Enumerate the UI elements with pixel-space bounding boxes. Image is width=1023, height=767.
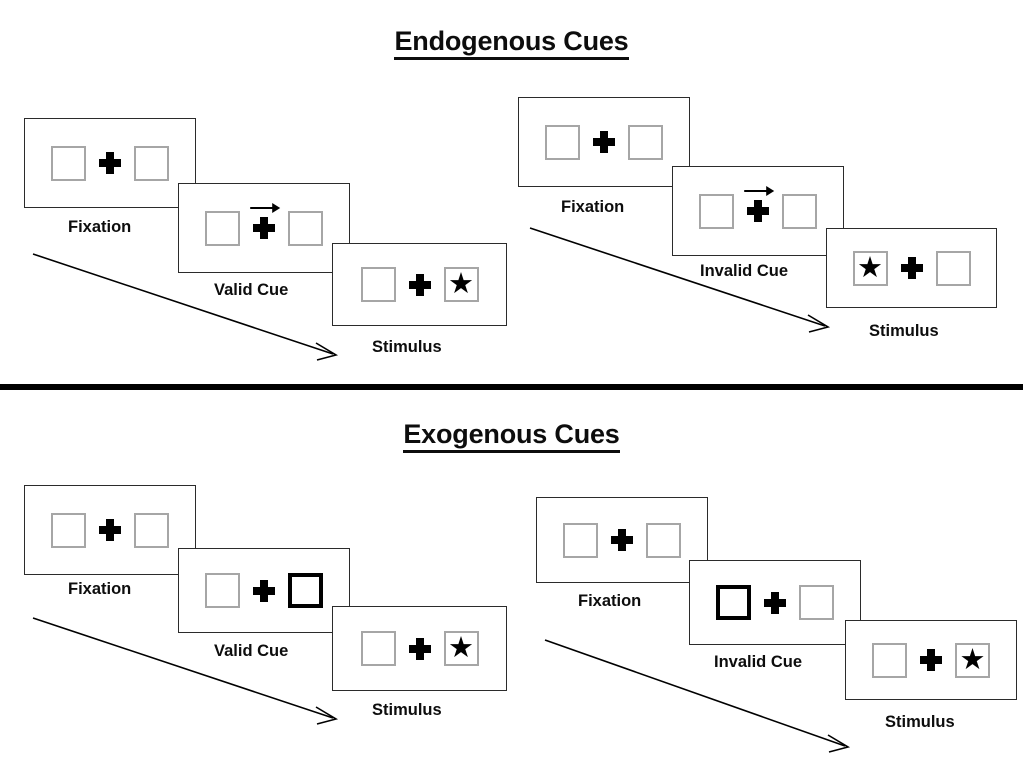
frame-endogenous-valid-cue [178, 183, 350, 273]
frame-content [563, 522, 681, 558]
fixation-cross-icon [99, 152, 121, 174]
right-box [935, 250, 971, 286]
caption-exogenous-invalid-cue: Invalid Cue [714, 653, 803, 671]
right-box [646, 522, 681, 558]
frame-content [699, 186, 817, 229]
frame-content [51, 145, 169, 181]
left-box-cued [716, 585, 751, 620]
frame-exogenous-valid-fixation [24, 485, 196, 575]
star-target-icon: ★ [959, 641, 986, 676]
fixation-cross-icon [99, 519, 121, 541]
star-target-icon: ★ [448, 266, 474, 300]
fixation-cross-icon [408, 637, 431, 660]
fixation-cross-icon [764, 591, 786, 614]
right-box [134, 145, 169, 181]
right-box [288, 210, 323, 246]
section-title-endogenous: Endogenous Cues [0, 26, 1023, 60]
frame-endogenous-invalid-stimulus: ★ [826, 228, 997, 308]
frame-endogenous-invalid-fixation [518, 97, 690, 187]
section-title-exogenous-text: Exogenous Cues [403, 419, 620, 453]
fixation-cross-icon [408, 273, 431, 296]
left-box [205, 573, 240, 608]
frame-content [716, 585, 834, 620]
fixation-cross-icon [920, 649, 942, 671]
caption-endogenous-invalid-cue: Invalid Cue [700, 262, 789, 280]
caption-endogenous-invalid-stimulus: Stimulus [869, 322, 939, 340]
caption-exogenous-valid-cue: Valid Cue [214, 642, 289, 660]
right-box-cued [288, 573, 323, 608]
frame-endogenous-invalid-cue [672, 166, 844, 256]
fixation-cross-icon [611, 529, 633, 551]
right-box [782, 193, 817, 229]
frame-content [51, 512, 169, 548]
right-box: ★ [955, 641, 990, 678]
star-target-icon: ★ [857, 249, 883, 284]
arrow-shaft [250, 207, 275, 209]
fixation-cross-icon [593, 131, 615, 153]
left-box [360, 631, 396, 666]
caption-exogenous-invalid-fixation: Fixation [578, 592, 642, 610]
section-divider [0, 384, 1023, 390]
arrow-head [272, 203, 281, 213]
frame-content: ★ [360, 266, 479, 302]
left-box [545, 124, 580, 160]
left-box [563, 522, 598, 558]
right-arrow-icon [744, 186, 775, 196]
left-box [205, 210, 240, 246]
frame-content: ★ [360, 630, 479, 666]
right-box: ★ [443, 630, 479, 666]
frame-content [545, 124, 663, 160]
fixation-cross-icon [253, 579, 275, 602]
left-box [699, 193, 734, 229]
caption-endogenous-valid-fixation: Fixation [68, 218, 132, 236]
frame-exogenous-invalid-cue [689, 560, 861, 645]
frame-content [205, 573, 323, 608]
right-arrow-icon [250, 203, 281, 213]
right-box [799, 585, 834, 620]
left-box [360, 267, 396, 302]
fixation-cross-icon [900, 257, 923, 279]
right-box [134, 512, 169, 548]
left-box: ★ [852, 249, 888, 286]
right-box: ★ [443, 266, 479, 302]
sequence-flow-arrow-exogenous-invalid [544, 639, 851, 753]
star-target-icon: ★ [448, 630, 474, 664]
caption-endogenous-valid-cue: Valid Cue [214, 281, 289, 299]
section-title-endogenous-text: Endogenous Cues [394, 26, 629, 60]
left-box [872, 642, 907, 678]
fixation-cross-icon [250, 203, 281, 239]
arrow-shaft [744, 190, 769, 192]
frame-endogenous-valid-stimulus: ★ [332, 243, 507, 326]
left-box [51, 512, 86, 548]
frame-exogenous-valid-stimulus: ★ [332, 606, 507, 691]
section-title-exogenous: Exogenous Cues [0, 419, 1023, 453]
frame-endogenous-valid-fixation [24, 118, 196, 208]
caption-endogenous-valid-stimulus: Stimulus [372, 338, 442, 356]
frame-exogenous-valid-cue [178, 548, 350, 633]
arrow-head [766, 186, 775, 196]
fixation-cross-icon [744, 186, 775, 222]
frame-exogenous-invalid-fixation [536, 497, 708, 583]
caption-exogenous-valid-stimulus: Stimulus [372, 701, 442, 719]
caption-exogenous-invalid-stimulus: Stimulus [885, 713, 955, 731]
frame-exogenous-invalid-stimulus: ★ [845, 620, 1017, 700]
frame-content [205, 203, 323, 246]
frame-content: ★ [852, 249, 971, 286]
frame-content: ★ [872, 641, 990, 678]
caption-endogenous-invalid-fixation: Fixation [561, 198, 625, 216]
left-box [51, 145, 86, 181]
right-box [628, 124, 663, 160]
caption-exogenous-valid-fixation: Fixation [68, 580, 132, 598]
